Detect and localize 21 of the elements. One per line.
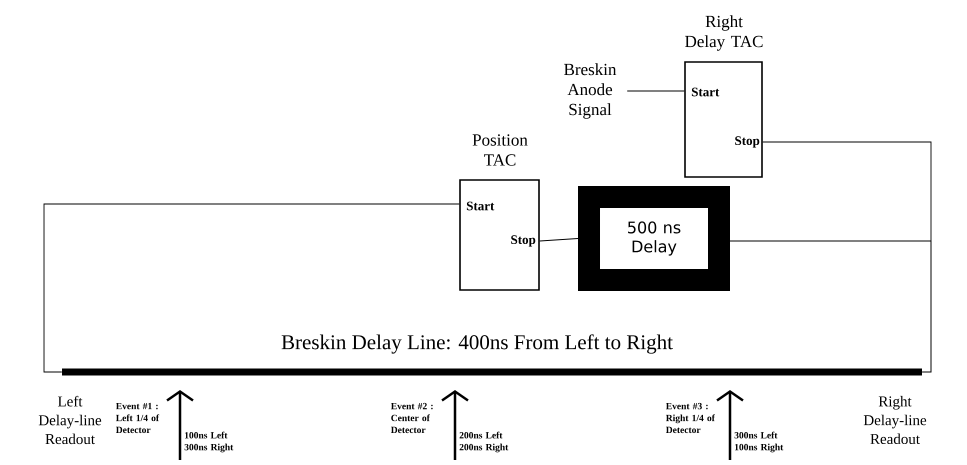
signal-line <box>44 204 460 372</box>
timing-label: 100ns Left 300ns Right <box>184 432 234 452</box>
box-heading: Right Delay TAC <box>685 15 763 51</box>
signal-label: Breskin Anode Signal <box>564 63 616 119</box>
delay-line-title: Breskin Delay Line: 400ns From Left to Right <box>282 334 673 354</box>
timing-label: 200ns Left 200ns Right <box>460 432 508 452</box>
event-label: Event #3 : Right 1/4 of Detector <box>666 402 715 434</box>
port-label: Start <box>466 202 494 210</box>
box-heading: Position TAC <box>472 134 528 166</box>
signal-line <box>762 142 932 372</box>
delay-box: 500 ns Delay <box>578 186 730 291</box>
timing-label: 300ns Left 100ns Right <box>734 432 784 452</box>
readout-label: Left Delay-line Readout <box>38 396 102 444</box>
port-label: Stop <box>511 235 536 247</box>
port-label: Start <box>692 88 720 96</box>
signal-line <box>626 90 685 92</box>
signal-line <box>539 238 578 242</box>
event-label: Event #1 : Left 1/4 of Detector <box>116 402 160 434</box>
port-label: Stop <box>735 136 760 148</box>
readout-label: Right Delay-line Readout <box>864 396 926 444</box>
event-label: Event #2 : Center of Detector <box>390 402 433 434</box>
